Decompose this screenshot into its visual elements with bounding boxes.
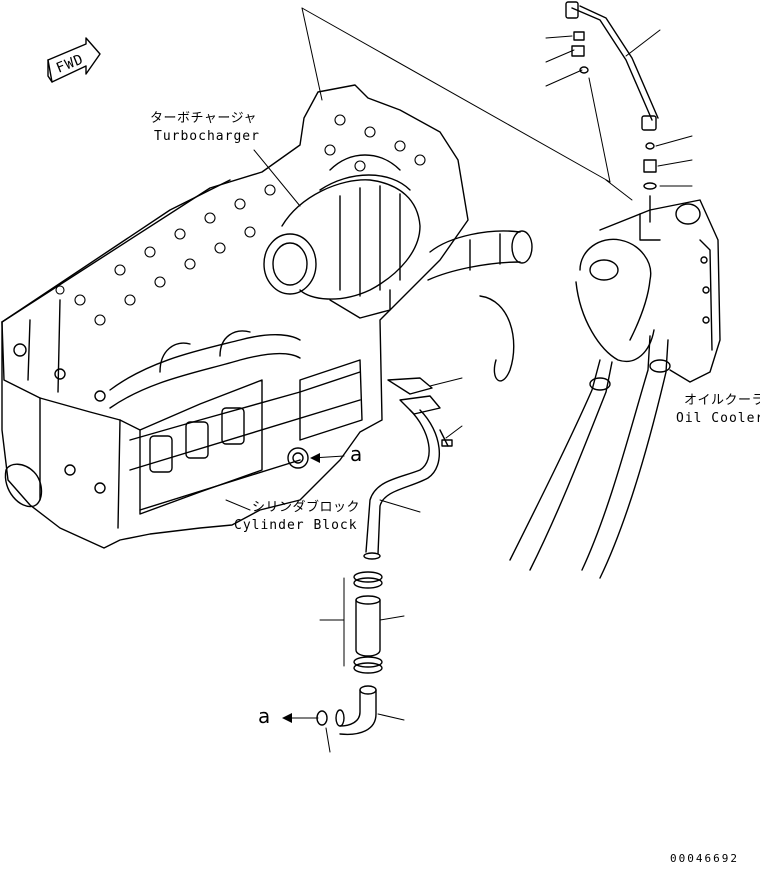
turbocharger-label-en: Turbocharger — [154, 129, 260, 144]
reference-mark-lower: a — [258, 704, 271, 728]
cylinder-block — [1, 84, 469, 549]
reference-lines — [301, 7, 611, 183]
oil-cooler-label-en: Oil Cooler — [676, 411, 760, 426]
cylinder-block-label-jp: シリンダブロック — [252, 500, 361, 515]
connector-arrow-icon — [282, 453, 320, 723]
turbocharger — [263, 154, 533, 382]
cylinder-block-label-en: Cylinder Block — [234, 518, 358, 533]
leader-lines — [225, 29, 693, 753]
oil-drain-tube — [316, 377, 453, 736]
turbocharger-label-jp: ターボチャージャ — [150, 111, 257, 126]
reference-mark-upper: a — [350, 442, 363, 466]
document-number: 00046692 — [670, 852, 739, 865]
oil-supply-tube — [565, 1, 659, 223]
fwd-arrow-icon — [47, 37, 101, 83]
oil-cooler-label-jp: オイルクーラ — [684, 393, 760, 408]
oil-cooler — [509, 199, 721, 579]
